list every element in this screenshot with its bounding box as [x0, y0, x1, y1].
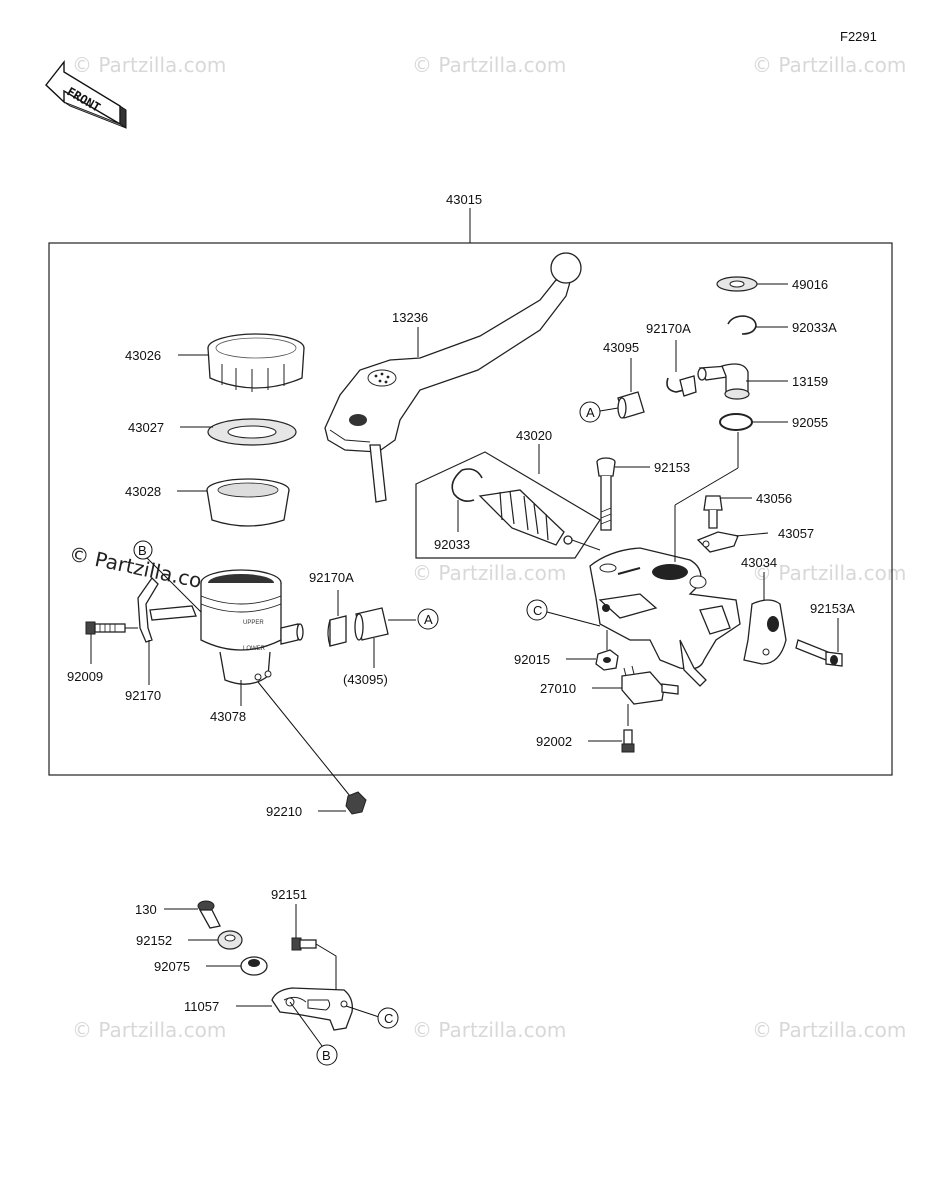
bubble-a-top-text: A	[586, 405, 595, 420]
bubble-c-top-text: C	[533, 603, 542, 618]
reservoir-cap	[207, 333, 305, 392]
reservoir-hose	[354, 607, 389, 641]
bubble-c-lower-text: C	[384, 1011, 393, 1026]
piston-kit-frame	[415, 451, 601, 559]
label-92009: 92009	[67, 669, 103, 684]
hose-joint	[697, 363, 750, 400]
bubble-b-top-text: B	[138, 543, 147, 558]
switch-screw	[621, 729, 635, 753]
label-92170A-mid: 92170A	[309, 570, 354, 585]
hose-clamp-top	[666, 375, 697, 397]
reservoir-nut	[345, 791, 367, 815]
bubble-c-lower	[377, 1007, 399, 1029]
label-92015: 92015	[514, 652, 550, 667]
brake-switch	[621, 665, 679, 705]
watermark-2: © Partzilla.com	[412, 53, 566, 77]
watermark-3: © Partzilla.com	[752, 53, 906, 77]
label-49016: 49016	[792, 277, 828, 292]
label-92152: 92152	[136, 933, 172, 948]
label-43095-top: 43095	[603, 340, 639, 355]
label-92055: 92055	[792, 415, 828, 430]
watermark-7: © Partzilla.com	[412, 1018, 566, 1042]
reservoir-body: UPPER LOWER	[200, 569, 304, 685]
bubble-a-mid-text: A	[424, 612, 433, 627]
label-92153: 92153	[654, 460, 690, 475]
label-13159: 13159	[792, 374, 828, 389]
bubble-c-top	[526, 599, 548, 621]
label-92033: 92033	[434, 537, 470, 552]
watermark-8: © Partzilla.com	[752, 1018, 906, 1042]
bracket-bolt	[85, 621, 126, 635]
bubble-a-mid	[417, 608, 439, 630]
label-92151: 92151	[271, 887, 307, 902]
label-92002: 92002	[536, 734, 572, 749]
screw-92151	[291, 937, 317, 951]
diaphragm	[206, 478, 290, 527]
master-cylinder-body	[589, 547, 741, 687]
bubble-a-top	[579, 401, 601, 423]
label-43028: 43028	[125, 484, 161, 499]
label-43056: 43056	[756, 491, 792, 506]
label-43015: 43015	[446, 192, 482, 207]
label-92170A-top: 92170A	[646, 321, 691, 336]
handlebar-clamp	[743, 599, 787, 665]
grommet-92075	[240, 956, 268, 976]
label-27010: 27010	[540, 681, 576, 696]
diaphragm-plate	[207, 418, 297, 446]
svg-text:LOWER: LOWER	[243, 646, 266, 652]
figure-code: F2291	[840, 29, 877, 44]
nut-92015	[595, 649, 619, 671]
bubble-b-lower-text: B	[322, 1048, 331, 1063]
watermark-1: © Partzilla.com	[72, 53, 226, 77]
bubble-b-lower	[316, 1044, 338, 1066]
piston-circlip	[451, 468, 483, 502]
reservoir-bracket	[137, 576, 197, 643]
label-43020: 43020	[516, 428, 552, 443]
bubble-b-top	[133, 540, 153, 560]
svg-text:UPPER: UPPER	[243, 620, 264, 626]
label-92170: 92170	[125, 688, 161, 703]
bleed-valve	[703, 495, 723, 529]
clamp-bolt	[795, 639, 843, 667]
label-13236: 13236	[392, 310, 428, 325]
label-43027: 43027	[128, 420, 164, 435]
label-92075: 92075	[154, 959, 190, 974]
label-43034: 43034	[741, 555, 777, 570]
hose-top	[617, 391, 645, 419]
hose-clamp	[327, 615, 347, 647]
label-92153A: 92153A	[810, 601, 855, 616]
collar-92152	[217, 930, 243, 950]
watermark-6: © Partzilla.com	[72, 1018, 226, 1042]
label-130: 130	[135, 902, 157, 917]
watermark-5: © Partzilla.com	[752, 561, 906, 585]
label-43095-paren: (43095)	[343, 672, 388, 687]
label-92210: 92210	[266, 804, 302, 819]
bracket-11057	[271, 987, 353, 1031]
o-ring-92055	[719, 413, 753, 431]
piston	[478, 489, 601, 551]
watermarks: © Partzilla.com © Partzilla.com © Partzi…	[67, 53, 906, 1042]
label-92033A: 92033A	[792, 320, 837, 335]
watermark-4: © Partzilla.com	[412, 561, 566, 585]
label-43057: 43057	[778, 526, 814, 541]
bleed-cap	[696, 531, 739, 553]
bolt-130	[197, 900, 221, 929]
circlip-92033A	[727, 315, 757, 335]
label-43078: 43078	[210, 709, 246, 724]
label-43026: 43026	[125, 348, 161, 363]
label-11057: 11057	[184, 999, 219, 1014]
cap-49016	[716, 276, 758, 292]
assembly-frame	[48, 242, 893, 776]
brake-lever	[324, 252, 582, 503]
pivot-bolt	[596, 457, 616, 531]
